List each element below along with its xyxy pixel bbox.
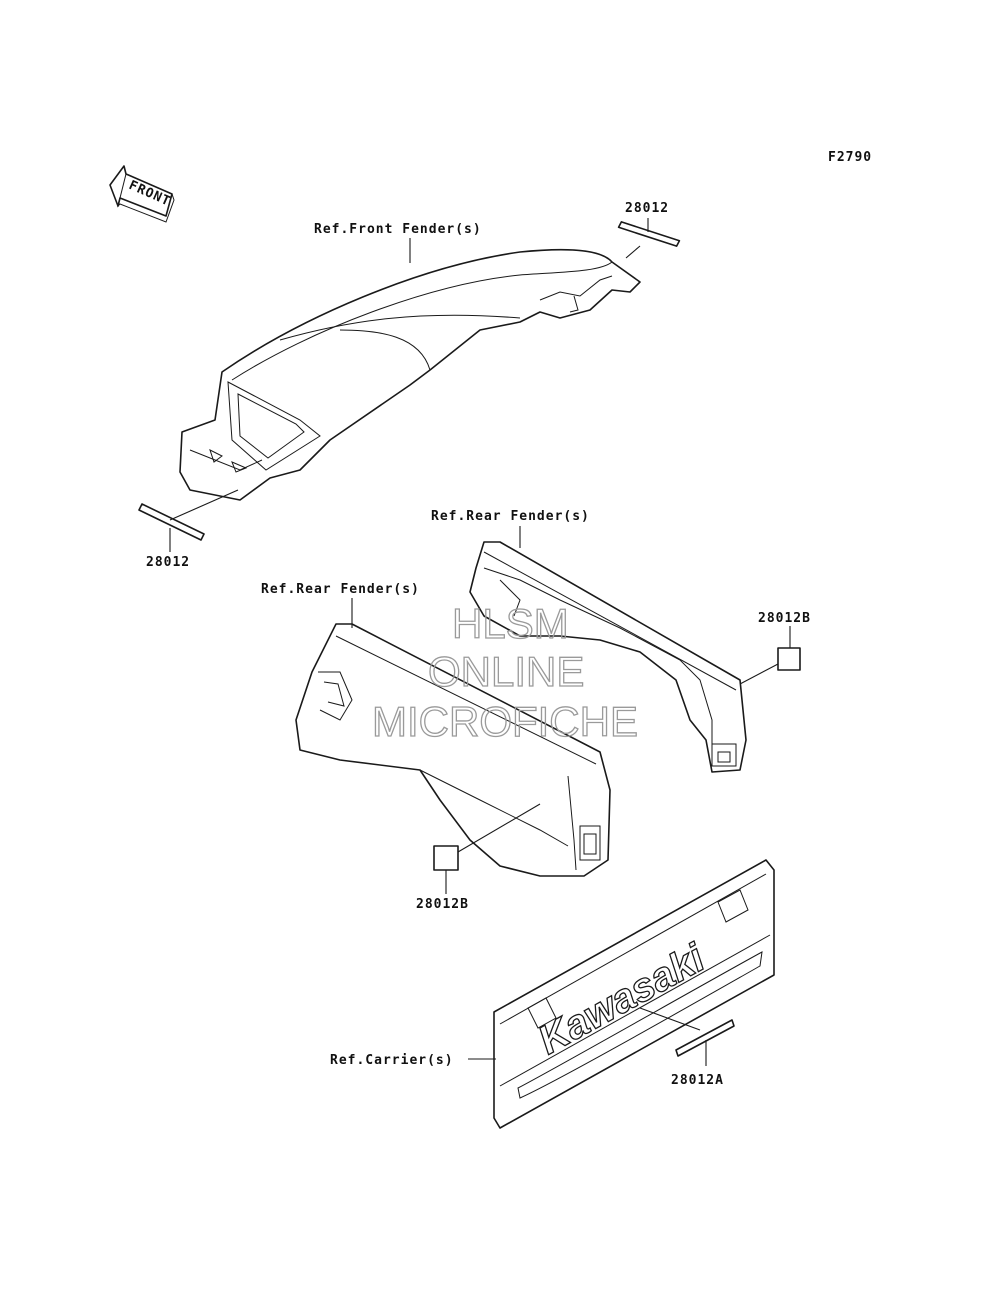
front-arrow-label: FRONT bbox=[126, 178, 172, 210]
decal-carrier-part-number: 28012A bbox=[671, 1073, 724, 1088]
decal-carrier bbox=[639, 1007, 735, 1066]
decal-rear-right bbox=[739, 626, 801, 685]
decal-front-top bbox=[617, 218, 681, 259]
decal-rear-left bbox=[433, 803, 541, 894]
rear-fender-right-label: Ref.Rear Fender(s) bbox=[431, 509, 590, 524]
figure-code: F2790 bbox=[828, 150, 872, 165]
front-fender-label: Ref.Front Fender(s) bbox=[314, 222, 482, 237]
watermark-line-3: MICROFICHE bbox=[372, 698, 638, 745]
decal-front-bottom bbox=[138, 489, 239, 552]
carrier-label: Ref.Carrier(s) bbox=[330, 1053, 454, 1068]
decal-rear-left-part-number: 28012B bbox=[416, 897, 469, 912]
front-fender-drawing bbox=[179, 248, 641, 501]
rear-fender-left-label: Ref.Rear Fender(s) bbox=[261, 582, 420, 597]
rear-fender-right-drawing bbox=[469, 541, 747, 773]
watermark: HLSM ONLINE MICROFICHE bbox=[371, 599, 638, 745]
rear-fender-left-drawing bbox=[295, 623, 611, 877]
carrier-drawing: Kawasaki bbox=[493, 859, 775, 1129]
front-arrow-icon: FRONT bbox=[109, 165, 175, 223]
decal-front-top-part-number: 28012 bbox=[625, 201, 669, 216]
watermark-line-1: HLSM bbox=[452, 600, 569, 647]
decal-rear-right-part-number: 28012B bbox=[758, 611, 811, 626]
watermark-line-2: ONLINE bbox=[428, 648, 584, 695]
decal-front-bottom-part-number: 28012 bbox=[146, 555, 190, 570]
